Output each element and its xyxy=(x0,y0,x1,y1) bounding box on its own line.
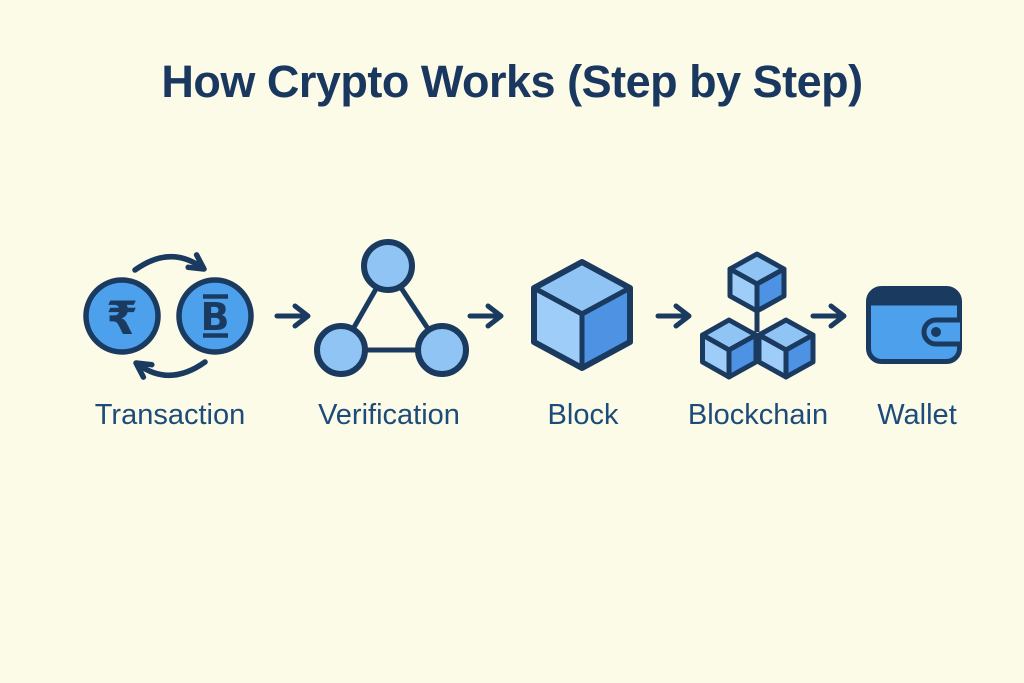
flow-arrow-icon xyxy=(467,303,504,329)
page-title: How Crypto Works (Step by Step) xyxy=(161,56,863,107)
wallet-clasp-dot xyxy=(931,327,941,337)
network-node-right xyxy=(415,323,469,377)
flow-arrow-icon xyxy=(274,303,311,329)
network-node-top xyxy=(361,239,415,293)
step-label-verification: Verification xyxy=(318,399,460,431)
blockchain-cube-top xyxy=(727,251,787,314)
network-node-left xyxy=(314,323,368,377)
step-label-blockchain: Blockchain xyxy=(687,399,829,431)
bitcoin-coin xyxy=(176,277,254,355)
wallet-icon xyxy=(866,286,962,364)
bitcoin-symbol: B xyxy=(201,295,230,339)
step-label-block: Block xyxy=(547,399,619,431)
flow-arrow-icon xyxy=(810,303,847,329)
linked-cubes-icon xyxy=(700,251,816,380)
blockchain-cube-left xyxy=(700,317,759,380)
rupee-symbol: ₹ xyxy=(106,291,138,345)
exchange-arrowhead-bottom xyxy=(133,360,155,380)
step-label-wallet: Wallet xyxy=(877,399,957,431)
exchange-arc-bottom xyxy=(136,359,208,379)
rupee-coin xyxy=(83,277,161,355)
blockchain-cube-right xyxy=(756,317,816,380)
network-triangle-icon xyxy=(314,239,469,377)
flow-arrow-icon xyxy=(655,303,692,329)
currency-exchange-icon: ₹ B xyxy=(83,252,254,380)
wallet-clasp xyxy=(921,317,960,347)
step-label-transaction: Transaction xyxy=(94,399,246,431)
cube-outline xyxy=(531,259,633,371)
cube-icon xyxy=(531,259,633,371)
exchange-arrowhead-top xyxy=(185,252,207,272)
wallet-top-band xyxy=(868,288,960,306)
exchange-arc-top xyxy=(132,253,204,273)
